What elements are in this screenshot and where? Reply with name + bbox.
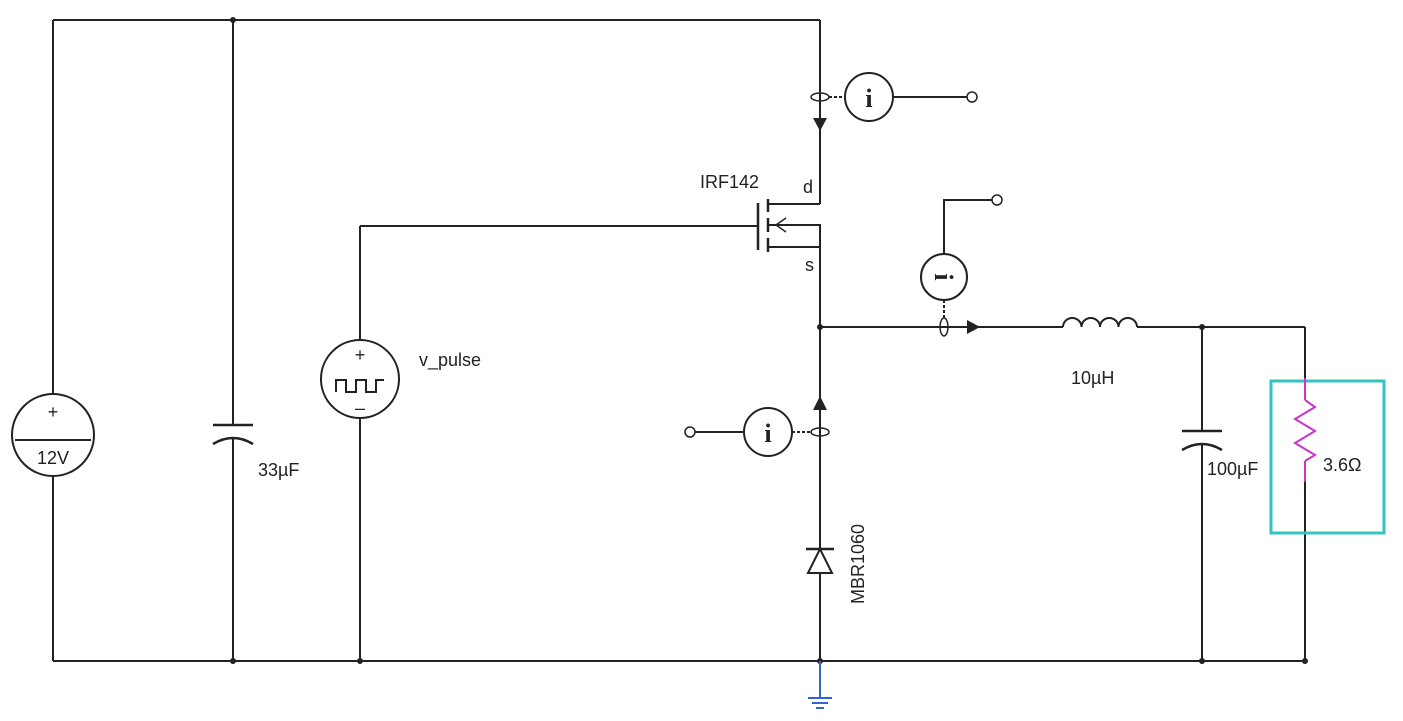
probe-terminal-icon[interactable] xyxy=(684,426,696,438)
junction-dot xyxy=(230,17,236,23)
mosfet-source-label: s xyxy=(805,255,814,275)
schottky-diode[interactable] xyxy=(806,546,834,574)
inductor-label: 10µH xyxy=(1071,368,1114,388)
pulse-voltage-source[interactable]: + – xyxy=(320,339,400,419)
dc-source-plus: + xyxy=(48,402,59,422)
diode-label: MBR1060 xyxy=(848,524,868,604)
mosfet-arrow-icon xyxy=(774,217,787,233)
pulse-waveform-icon xyxy=(335,379,384,393)
probe-terminal-icon[interactable] xyxy=(991,194,1003,206)
junction-dot xyxy=(817,324,823,330)
input-capacitor[interactable] xyxy=(212,423,254,446)
current-probe-diode[interactable]: i xyxy=(684,407,830,457)
probe-output-wire xyxy=(943,199,993,254)
wires xyxy=(52,19,1306,662)
junction-dot xyxy=(1199,324,1205,330)
junction-dot xyxy=(1199,658,1205,664)
cap-input-label: 33µF xyxy=(258,460,299,480)
resistor-zigzag-icon xyxy=(1293,399,1317,462)
cap-output-plate-curved xyxy=(1181,442,1223,452)
dc-source-label: 12V xyxy=(37,448,69,468)
probe-terminal-icon[interactable] xyxy=(966,91,978,103)
inductor-current-arrow-icon xyxy=(967,320,980,334)
diode-triangle-icon xyxy=(806,546,834,574)
mosfet-body-lead xyxy=(768,224,821,247)
output-capacitor[interactable] xyxy=(1181,429,1223,452)
drain-current-arrow-icon xyxy=(813,118,827,131)
current-probe-inductor[interactable]: i xyxy=(920,194,1003,337)
resistor-label: 3.6Ω xyxy=(1323,455,1361,475)
ground-symbol-icon xyxy=(808,661,832,709)
pulse-source-label: v_pulse xyxy=(419,350,481,371)
junction-dot xyxy=(230,658,236,664)
inductor[interactable] xyxy=(1062,317,1138,328)
diode-current-arrow-icon xyxy=(813,396,827,410)
mosfet-drain-label: d xyxy=(803,177,813,197)
pulse-source-minus: – xyxy=(355,398,365,418)
probe-clamp-icon xyxy=(810,427,830,437)
inductor-coil-icon xyxy=(1062,317,1138,328)
pulse-source-plus: + xyxy=(355,345,366,365)
junction-dot xyxy=(1302,658,1308,664)
resistor-selection-box[interactable] xyxy=(1269,379,1386,535)
junctions xyxy=(230,17,1308,664)
ammeter-symbol: i xyxy=(764,419,771,448)
ammeter-symbol: i xyxy=(929,273,958,280)
ammeter-symbol: i xyxy=(865,84,872,113)
junction-dot xyxy=(357,658,363,664)
cap-input-plate-curved xyxy=(212,436,254,446)
mosfet-transistor[interactable] xyxy=(756,199,821,252)
dc-source-body xyxy=(11,393,95,477)
current-probe-drain[interactable]: i xyxy=(810,72,978,122)
load-resistor[interactable] xyxy=(1293,378,1317,482)
mosfet-label: IRF142 xyxy=(700,172,759,192)
dc-voltage-source[interactable]: + 12V xyxy=(11,393,95,477)
cap-output-label: 100µF xyxy=(1207,459,1258,479)
